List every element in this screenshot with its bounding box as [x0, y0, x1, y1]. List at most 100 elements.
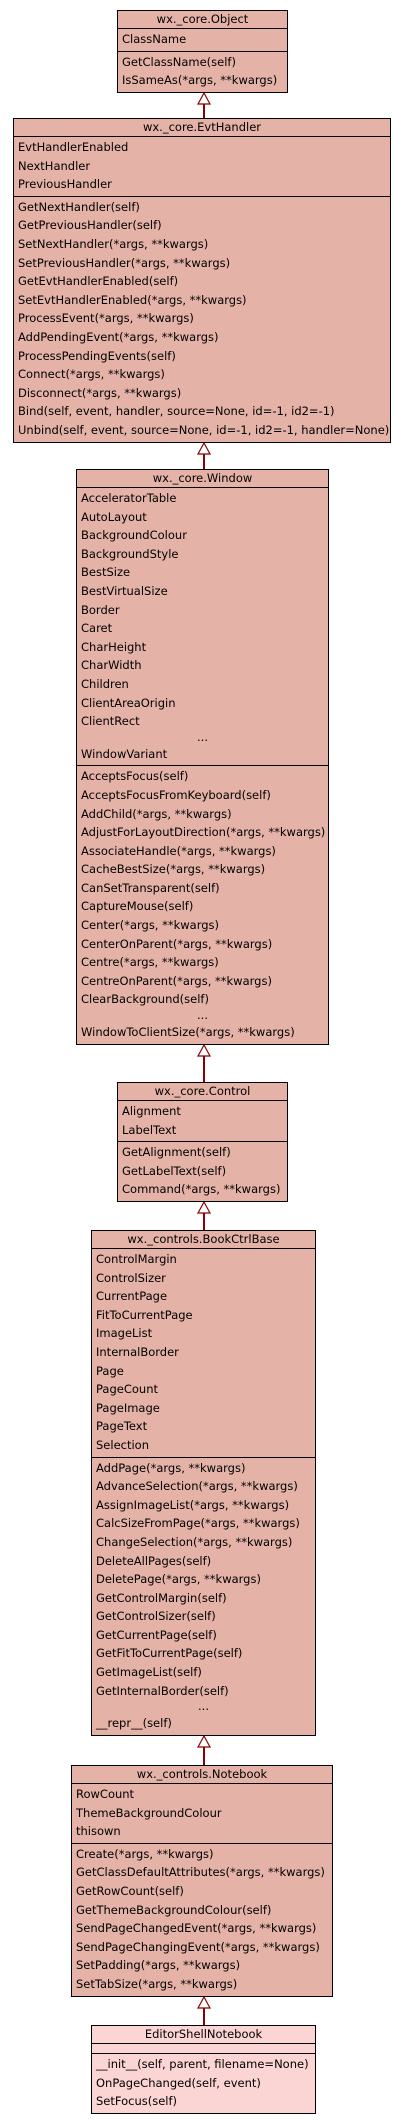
attribute: EvtHandlerEnabled [18, 140, 129, 154]
attribute: ThemeBackgroundColour [76, 1805, 222, 1820]
method: CentreOnParent(*args, **kwargs) [81, 973, 272, 988]
method: SetTabSize(*args, **kwargs) [76, 1976, 238, 1991]
method: CenterOnParent(*args, **kwargs) [81, 936, 273, 951]
method: __repr__(self) [96, 1716, 172, 1731]
method: GetEvtHandlerEnabled(self) [18, 274, 179, 289]
attribute: NextHandler [18, 158, 91, 173]
method: GetAlignment(self) [122, 1145, 231, 1160]
method: AcceptsFocus(self) [81, 769, 189, 784]
methods-section: __init__(self, parent, filename=None) OnP… [92, 2053, 315, 2113]
attribute: ClientRect [81, 714, 140, 729]
method: GetControlMargin(self) [96, 1590, 227, 1605]
class-name: wx._controls.Notebook [72, 1766, 332, 1784]
attribute: LabelText [122, 1122, 177, 1137]
methods-section: AddPage(*args, **kwargs)AdvanceSelection… [92, 1456, 315, 1735]
method: SendPageChangingEvent(*args, **kwargs) [76, 1939, 320, 1954]
attribute: CharHeight [81, 639, 147, 654]
methods-section: AcceptsFocus(self) AcceptsFocusFromKeyboa… [77, 765, 328, 1043]
method: DeleteAllPages(self) [96, 1553, 212, 1568]
method: GetFitToCurrentPage(self) [96, 1646, 243, 1661]
ellipsis: ... [197, 1008, 208, 1023]
attribute: Border [81, 602, 120, 617]
method: AcceptsFocusFromKeyboard(self) [81, 787, 271, 802]
method: GetPreviousHandler(self) [18, 218, 162, 233]
attribute: thisown [76, 1824, 121, 1839]
attribute: InternalBorder [96, 1344, 179, 1359]
attribute: BackgroundColour [81, 528, 187, 543]
method: ChangeSelection(*args, **kwargs) [96, 1534, 293, 1549]
method: Unbind(self, event, source=None, id=-1, … [18, 422, 390, 437]
method: AdvanceSelection(*args, **kwargs) [96, 1479, 298, 1494]
method: GetImageList(self) [96, 1665, 202, 1680]
attribute: BestVirtualSize [81, 583, 168, 598]
method: GetNextHandler(self) [18, 199, 140, 214]
method: SetEvtHandlerEnabled(*args, **kwargs) [18, 292, 247, 307]
methods-section: GetAlignment(self)GetLabelText(self)Comm… [118, 1141, 287, 1201]
method: SendPageChangedEvent(*args, **kwargs) [76, 1921, 317, 1936]
method: AddChild(*args, **kwargs) [81, 806, 232, 821]
class-name: EditorShellNotebook [92, 2026, 315, 2044]
method: Disconnect(*args, **kwargs) [18, 385, 182, 400]
ellipsis: ... [197, 729, 208, 744]
attribute: BackgroundStyle [81, 546, 179, 561]
inheritance-arrowhead [196, 1043, 212, 1057]
method: AdjustForLayoutDirection(*args, **kwargs… [81, 825, 326, 840]
attributes-section: ClassName [118, 29, 287, 51]
method: GetClassDefaultAttributes(*args, **kwarg… [76, 1865, 325, 1880]
method: ClearBackground(self) [81, 992, 209, 1007]
method: SetPadding(*args, **kwargs) [76, 1958, 241, 1973]
method: DeletePage(*args, **kwargs) [96, 1572, 261, 1587]
attribute: AcceleratorTable [81, 491, 177, 505]
attribute: ClassName [122, 32, 187, 46]
methods-section: Create(*args, **kwargs) GetClassDefaultAt… [72, 1842, 332, 1996]
method: CaptureMouse(self) [81, 899, 194, 914]
attribute: Page [96, 1363, 124, 1378]
attribute: CharWidth [81, 658, 142, 673]
attribute: Children [81, 676, 129, 691]
method: IsSameAs(*args, **kwargs) [122, 73, 278, 88]
attributes-section [92, 2044, 315, 2053]
attribute: PageCount [96, 1382, 158, 1397]
method: GetInternalBorder(self) [96, 1683, 229, 1698]
attribute: Caret [81, 621, 113, 636]
attribute: PreviousHandler [18, 177, 112, 192]
class-name: wx._core.Control [118, 1083, 287, 1101]
method: __init__(self, parent, filename=None) [96, 2057, 309, 2071]
methods-section: GetNextHandler(self) GetPreviousHandler(s… [14, 195, 390, 442]
method: Create(*args, **kwargs) [76, 1846, 214, 1861]
attribute: ClientAreaOrigin [81, 695, 176, 710]
attribute: FitToCurrentPage [96, 1307, 193, 1322]
method: Center(*args, **kwargs) [81, 918, 220, 933]
method: GetRowCount(self) [76, 1883, 184, 1898]
method: GetCurrentPage(self) [96, 1627, 217, 1642]
methods-section: GetClassName(self)IsSameAs(*args, **kwar… [118, 50, 287, 92]
attribute: WindowVariant [81, 746, 168, 761]
method: OnPageChanged(self, event) [96, 2075, 261, 2090]
class-name: wx._controls.BookCtrlBase [92, 1231, 315, 1249]
method: ProcessEvent(*args, **kwargs) [18, 311, 194, 326]
method: AddPendingEvent(*args, **kwargs) [18, 329, 219, 344]
attribute: Alignment [122, 1104, 181, 1118]
method: SetNextHandler(*args, **kwargs) [18, 236, 209, 251]
attribute: Selection [96, 1437, 149, 1452]
attribute: ControlSizer [96, 1270, 166, 1285]
method: CalcSizeFromPage(*args, **kwargs) [96, 1516, 300, 1531]
class-name: wx._core.Window [77, 470, 328, 488]
method: AssociateHandle(*args, **kwargs) [81, 843, 276, 858]
attribute: PageImage [96, 1400, 160, 1415]
ellipsis: ... [198, 1699, 209, 1714]
class-name: wx._core.Object [118, 11, 287, 29]
method: ProcessPendingEvents(self) [18, 348, 176, 363]
